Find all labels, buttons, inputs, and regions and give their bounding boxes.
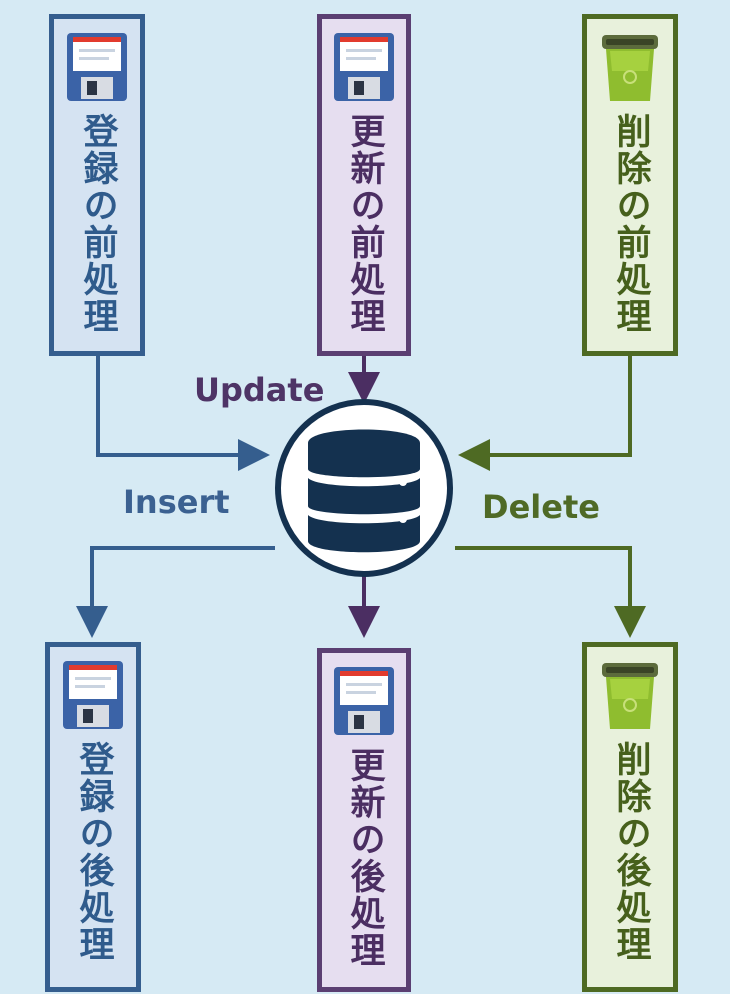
delete-label: Delete [482, 488, 600, 526]
box-label: 更新の前処理 [344, 113, 385, 335]
trash-can-icon [602, 35, 658, 101]
update-post-process-box[interactable]: 更新の後処理 [317, 648, 411, 992]
floppy-disk-icon [63, 661, 123, 729]
box-label: 削除の後処理 [610, 741, 651, 963]
arrow-db-to-insert-post [76, 546, 275, 638]
arrow-insert-pre-to-db [96, 356, 270, 471]
insert-post-process-box[interactable]: 登録の後処理 [45, 642, 141, 992]
box-label: 削除の前処理 [610, 113, 651, 335]
floppy-disk-icon [334, 33, 394, 101]
box-label: 登録の前処理 [77, 113, 118, 335]
insert-pre-process-box[interactable]: 登録の前処理 [49, 14, 145, 356]
delete-pre-process-box[interactable]: 削除の前処理 [582, 14, 678, 356]
update-pre-process-box[interactable]: 更新の前処理 [317, 14, 411, 356]
delete-post-process-box[interactable]: 削除の後処理 [582, 642, 678, 992]
arrow-delete-pre-to-db [458, 356, 632, 471]
arrow-db-to-delete-post [455, 546, 646, 638]
floppy-disk-icon [67, 33, 127, 101]
database-icon [275, 399, 453, 577]
box-label: 登録の後処理 [73, 741, 114, 963]
insert-label: Insert [123, 483, 230, 521]
box-label: 更新の後処理 [344, 747, 385, 969]
update-label: Update [194, 371, 325, 409]
floppy-disk-icon [334, 667, 394, 735]
trash-can-icon [602, 663, 658, 729]
